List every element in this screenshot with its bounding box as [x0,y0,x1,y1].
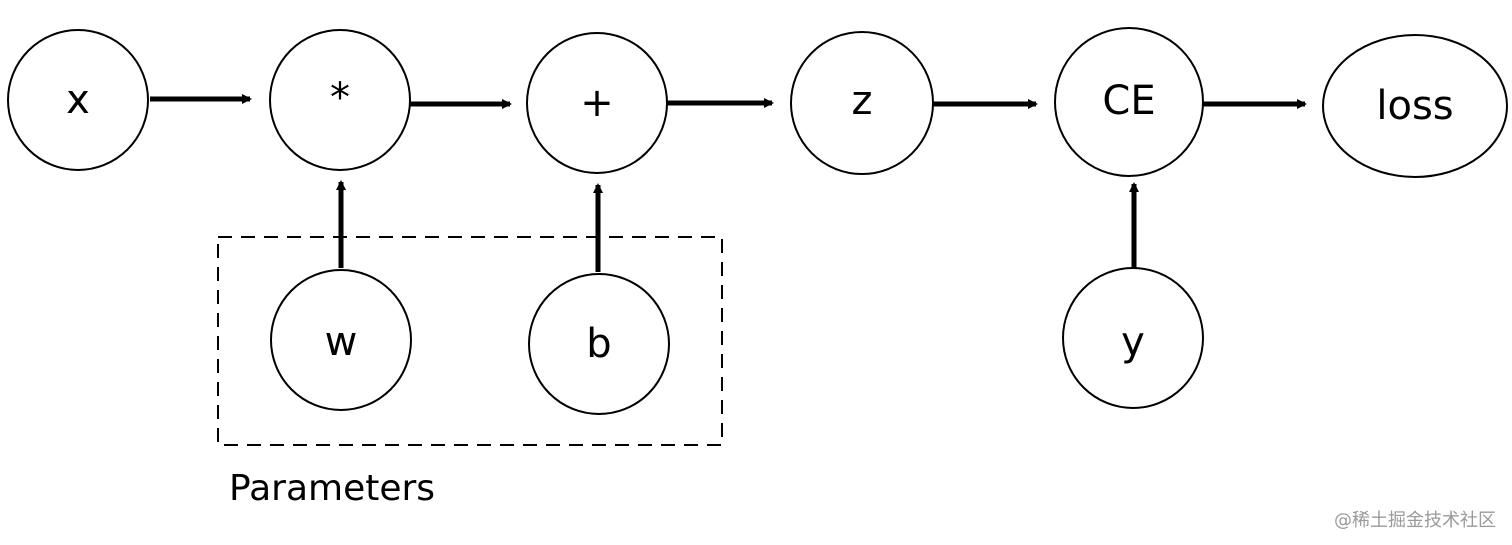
node-ce-label: CE [1102,78,1155,124]
node-b: b [528,273,670,415]
node-z: z [790,31,934,175]
node-ce: CE [1054,27,1204,177]
parameters-label: Parameters [229,468,435,509]
node-x: x [7,29,149,171]
node-w-label: w [325,319,358,365]
node-add-label: + [580,80,614,126]
node-multiply-label: * [330,75,350,121]
node-z-label: z [852,78,873,124]
node-w: w [270,269,412,411]
node-z-shape [790,31,934,175]
node-y-label: y [1121,319,1145,365]
node-x-label: x [66,77,90,123]
node-add-shape [526,32,668,174]
node-add: + [526,32,668,174]
nodes: x * + z CE loss w b [7,27,1508,415]
node-loss-shape [1322,34,1508,178]
node-w-shape [270,269,412,411]
node-multiply: * [269,29,411,171]
node-x-shape [7,29,149,171]
node-ce-shape [1054,27,1204,177]
watermark-text: @稀土掘金技术社区 [1334,510,1496,531]
node-y: y [1062,267,1204,409]
edges [150,94,1307,272]
node-y-shape [1062,267,1204,409]
node-loss-label: loss [1376,83,1453,129]
node-b-shape [528,273,670,415]
node-multiply-shape [269,29,411,171]
node-loss: loss [1322,34,1508,178]
parameters-group-box [217,236,723,446]
node-b-label: b [586,321,611,367]
